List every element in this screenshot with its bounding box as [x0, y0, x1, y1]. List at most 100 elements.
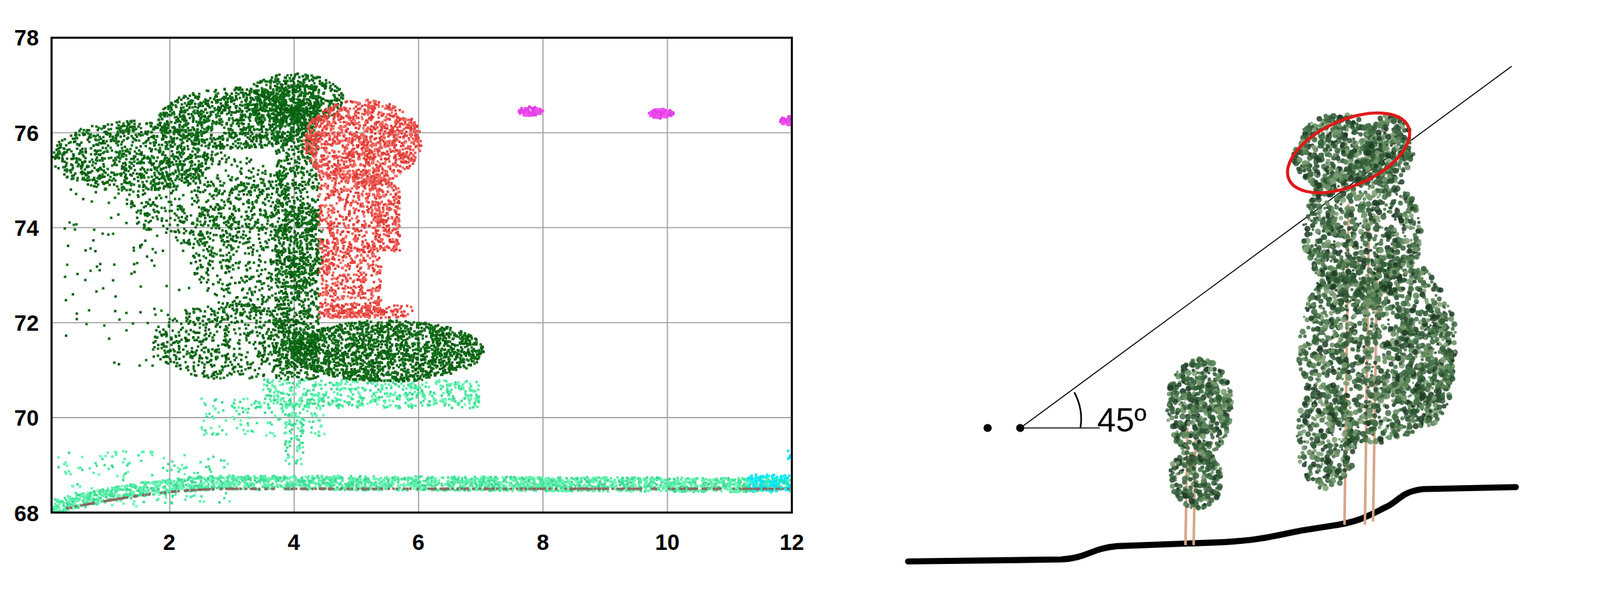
lidar-point — [546, 482, 550, 486]
lidar-point — [638, 478, 642, 482]
lidar-point — [536, 476, 539, 480]
lidar-point — [683, 480, 687, 484]
lidar-point — [480, 482, 484, 485]
lidar-point — [634, 484, 638, 488]
lidar-point — [54, 502, 57, 506]
lidar-point — [490, 483, 494, 487]
lidar-point — [132, 491, 136, 495]
lidar-point — [71, 500, 75, 504]
lidar-point — [236, 476, 240, 479]
lidar-point — [92, 490, 95, 494]
lidar-point — [151, 493, 155, 497]
lidar-point — [353, 479, 356, 483]
lidar-point — [471, 484, 475, 488]
lidar-point — [504, 476, 508, 480]
lidar-point — [601, 483, 604, 487]
lidar-point — [552, 490, 556, 493]
lidar-point — [684, 478, 688, 481]
lidar-point — [334, 480, 337, 484]
lidar-point — [131, 495, 134, 499]
lidar-point — [179, 486, 183, 490]
lidar-point — [372, 475, 376, 479]
lidar-point — [729, 489, 733, 493]
lidar-point — [649, 478, 652, 481]
lidar-point — [648, 482, 652, 485]
lidar-point — [307, 480, 311, 483]
lidar-point — [125, 492, 128, 496]
lidar-point — [296, 484, 300, 488]
lidar-point — [291, 476, 295, 479]
lidar-point — [397, 484, 400, 488]
lidar-point — [130, 492, 134, 495]
lidar-point — [143, 489, 146, 493]
lidar-point — [85, 494, 89, 497]
lidar-point — [605, 476, 608, 480]
lidar-point — [581, 476, 585, 480]
lidar-point — [665, 478, 668, 482]
lidar-point — [307, 475, 311, 479]
lidar-point — [304, 476, 308, 479]
lidar-point — [567, 482, 571, 485]
lidar-point — [667, 478, 671, 481]
lidar-point — [391, 476, 394, 480]
lidar-point — [619, 490, 622, 493]
lidar-point — [593, 480, 596, 484]
lidar-point — [338, 475, 341, 479]
lidar-point — [141, 481, 145, 485]
lidar-point — [714, 482, 717, 486]
lidar-point — [621, 479, 624, 483]
lidar-point — [659, 490, 663, 493]
lidar-point — [82, 496, 86, 500]
lidar-point — [707, 479, 711, 483]
lidar-point — [690, 484, 693, 487]
lidar-point — [367, 480, 371, 483]
lidar-point — [396, 476, 400, 480]
lidar-point — [253, 475, 257, 479]
lidar-point — [663, 483, 667, 487]
lidar-point — [242, 485, 246, 489]
lidar-point — [399, 484, 403, 487]
lidar-point — [645, 476, 649, 480]
lidar-point — [744, 490, 748, 494]
lidar-point — [110, 490, 113, 493]
lidar-point — [351, 482, 355, 485]
lidar-point — [688, 478, 692, 481]
lidar-point — [227, 482, 231, 486]
lidar-point — [369, 485, 372, 489]
lidar-point — [611, 481, 615, 485]
lidar-point — [355, 482, 358, 485]
lidar-point — [98, 497, 102, 501]
lidar-point — [722, 480, 726, 484]
lidar-point — [274, 476, 277, 479]
lidar-point — [440, 476, 444, 480]
lidar-point — [547, 477, 551, 481]
lidar-point — [720, 490, 723, 493]
lidar-point — [413, 480, 416, 483]
lidar-point — [163, 485, 167, 489]
lidar-point — [324, 477, 328, 481]
lidar-point — [573, 478, 576, 481]
lidar-point — [437, 479, 441, 483]
lidar-point — [680, 476, 684, 480]
lidar-point — [608, 480, 612, 484]
lidar-point — [104, 496, 108, 500]
lidar-point — [740, 477, 744, 481]
lidar-point — [371, 482, 375, 486]
lidar-point — [736, 484, 740, 488]
lidar-point — [121, 485, 124, 489]
lidar-point — [743, 478, 747, 481]
lidar-point — [365, 481, 369, 485]
lidar-point — [474, 483, 477, 487]
lidar-point — [453, 476, 456, 479]
lidar-point — [308, 482, 311, 485]
lidar-point — [235, 478, 239, 481]
lidar-point — [379, 477, 383, 481]
lidar-point — [524, 476, 528, 480]
lidar-point — [701, 477, 705, 481]
lidar-point — [277, 479, 281, 483]
lidar-point — [545, 480, 549, 483]
lidar-point — [645, 485, 649, 489]
lidar-point — [424, 480, 428, 483]
